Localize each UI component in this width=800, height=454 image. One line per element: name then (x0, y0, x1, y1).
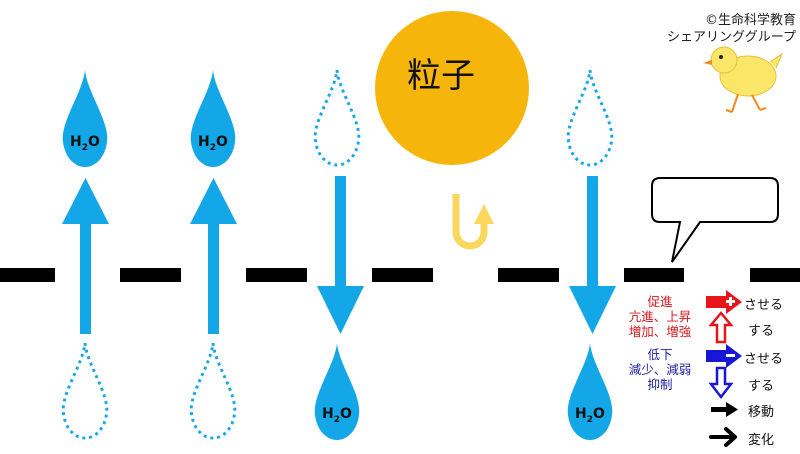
legend-suppress-word: 低下 (647, 347, 673, 362)
h2o-label: H2O (70, 134, 100, 153)
copyright-credit: ©生命科学教育 シェアリンググループ (600, 12, 796, 46)
legend-suppress-word: 減少、減弱 (628, 362, 692, 377)
membrane-segment (624, 268, 684, 282)
legend-promote-outline-label: する (748, 324, 775, 339)
legend-promote-word: 促進 (647, 294, 673, 309)
legend-promote-plus-label: させる (744, 298, 784, 313)
particle-circle (375, 11, 529, 165)
particle-label: 粒子 (407, 56, 475, 96)
water-drop-solid (314, 343, 360, 440)
h2o-label: H2O (198, 134, 228, 153)
membrane-segment (120, 268, 181, 282)
water-arrow-down (317, 176, 364, 334)
water-drop-dotted (189, 343, 237, 440)
h2o-label: H2O (575, 406, 605, 425)
legend-suppress-outline-label: する (748, 379, 775, 394)
water-drop-dotted (61, 343, 109, 440)
suppress-minus-arrow-icon (706, 344, 742, 368)
credit-line-1: ©生命科学教育 (704, 13, 796, 28)
legend-suppress-words: 低下 減少、減弱 抑制 (614, 347, 706, 392)
legend-suppress-minus-label: させる (744, 352, 784, 367)
membrane-segment (750, 268, 800, 282)
suppress-outline-arrow-icon (708, 366, 734, 400)
legend-suppress-word: 抑制 (647, 377, 673, 392)
water-arrow-up (62, 178, 109, 334)
legend-promote-word: 亢進、上昇 (628, 309, 692, 324)
move-arrow-icon (711, 402, 738, 417)
membrane (0, 268, 800, 282)
water-drop-dotted (566, 70, 614, 167)
membrane-segment (372, 268, 433, 282)
water-drop-solid (567, 343, 613, 440)
h2o-label: H2O (322, 406, 352, 425)
water-drop-dotted (313, 70, 361, 167)
membrane-segment (0, 268, 55, 282)
membrane-segment (498, 268, 559, 282)
legend-change-label: 変化 (748, 433, 775, 448)
promote-outline-arrow-icon (708, 311, 734, 344)
change-arrow-icon (709, 427, 737, 447)
legend-move-label: 移動 (748, 405, 775, 420)
chick-mascot (703, 46, 784, 113)
bounce-arrow (452, 194, 494, 250)
credit-line-2: シェアリンググループ (667, 30, 796, 45)
legend-promote-word: 増加、増強 (628, 324, 692, 339)
membrane-segment (246, 268, 307, 282)
promote-plus-arrow-icon (706, 290, 742, 314)
water-arrow-down (569, 176, 616, 334)
water-arrow-up (190, 178, 237, 334)
legend-promote-words: 促進 亢進、上昇 増加、増強 (614, 294, 706, 339)
speech-bubble (651, 177, 779, 263)
